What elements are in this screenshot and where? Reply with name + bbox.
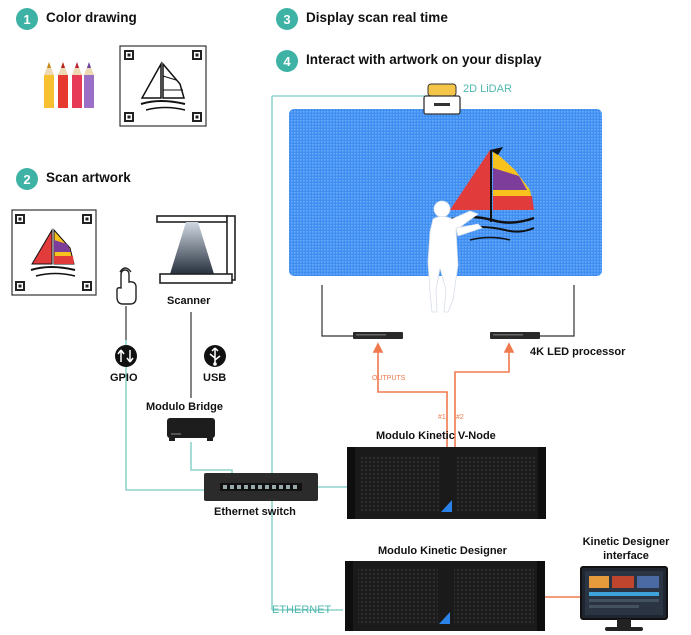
ethernet-label: ETHERNET	[272, 604, 332, 616]
person-silhouette	[427, 200, 483, 313]
step-1-title: Color drawing	[46, 10, 137, 25]
led-processor-1	[353, 332, 403, 339]
outputs-label: OUTPUTS	[372, 375, 406, 382]
designer-monitor	[580, 566, 668, 631]
output-lines	[372, 342, 515, 448]
gpio-badge	[115, 345, 137, 367]
step-3-badge: 3	[276, 8, 298, 30]
led-processor-label: 4K LED processor	[530, 346, 626, 358]
lidar-device	[423, 83, 461, 115]
button-press-icon	[116, 267, 137, 305]
v-node-label: Modulo Kinetic V-Node	[376, 430, 496, 442]
step-4-badge: 4	[276, 50, 298, 72]
step-4-title: Interact with artwork on your display	[306, 52, 542, 67]
gpio-label: GPIO	[110, 372, 138, 384]
step-2-title: Scan artwork	[46, 170, 131, 185]
modulo-bridge-device	[167, 418, 215, 441]
scanner-label: Scanner	[167, 295, 211, 307]
modulo-bridge-label: Modulo Bridge	[146, 401, 223, 413]
output-1-label: #1	[438, 414, 446, 421]
designer-label: Modulo Kinetic Designer	[378, 545, 507, 557]
ethernet-switch-label: Ethernet switch	[214, 506, 296, 518]
pencils	[44, 62, 94, 108]
sailboat-art-display	[447, 147, 535, 241]
step-2-badge: 2	[16, 168, 38, 190]
usb-badge	[204, 345, 226, 367]
usb-lines	[125, 306, 192, 398]
colored-scan-card	[11, 209, 97, 296]
ethernet-switch-device	[204, 473, 318, 501]
display-feeds	[321, 285, 575, 337]
step-1-badge: 1	[16, 8, 38, 30]
led-processor-2	[490, 332, 540, 339]
scanner-device	[156, 215, 236, 284]
ethernet-lines	[125, 95, 430, 611]
designer-server	[345, 561, 545, 631]
v-node-server	[347, 447, 546, 519]
usb-label: USB	[203, 372, 227, 384]
lidar-label: 2D LiDAR	[463, 83, 512, 95]
blank-drawing-card	[119, 45, 207, 127]
led-wall	[289, 109, 602, 276]
designer-interface-label: Kinetic Designer interface	[582, 536, 670, 562]
step-3-title: Display scan real time	[306, 10, 448, 25]
output-2-label: #2	[456, 414, 464, 421]
